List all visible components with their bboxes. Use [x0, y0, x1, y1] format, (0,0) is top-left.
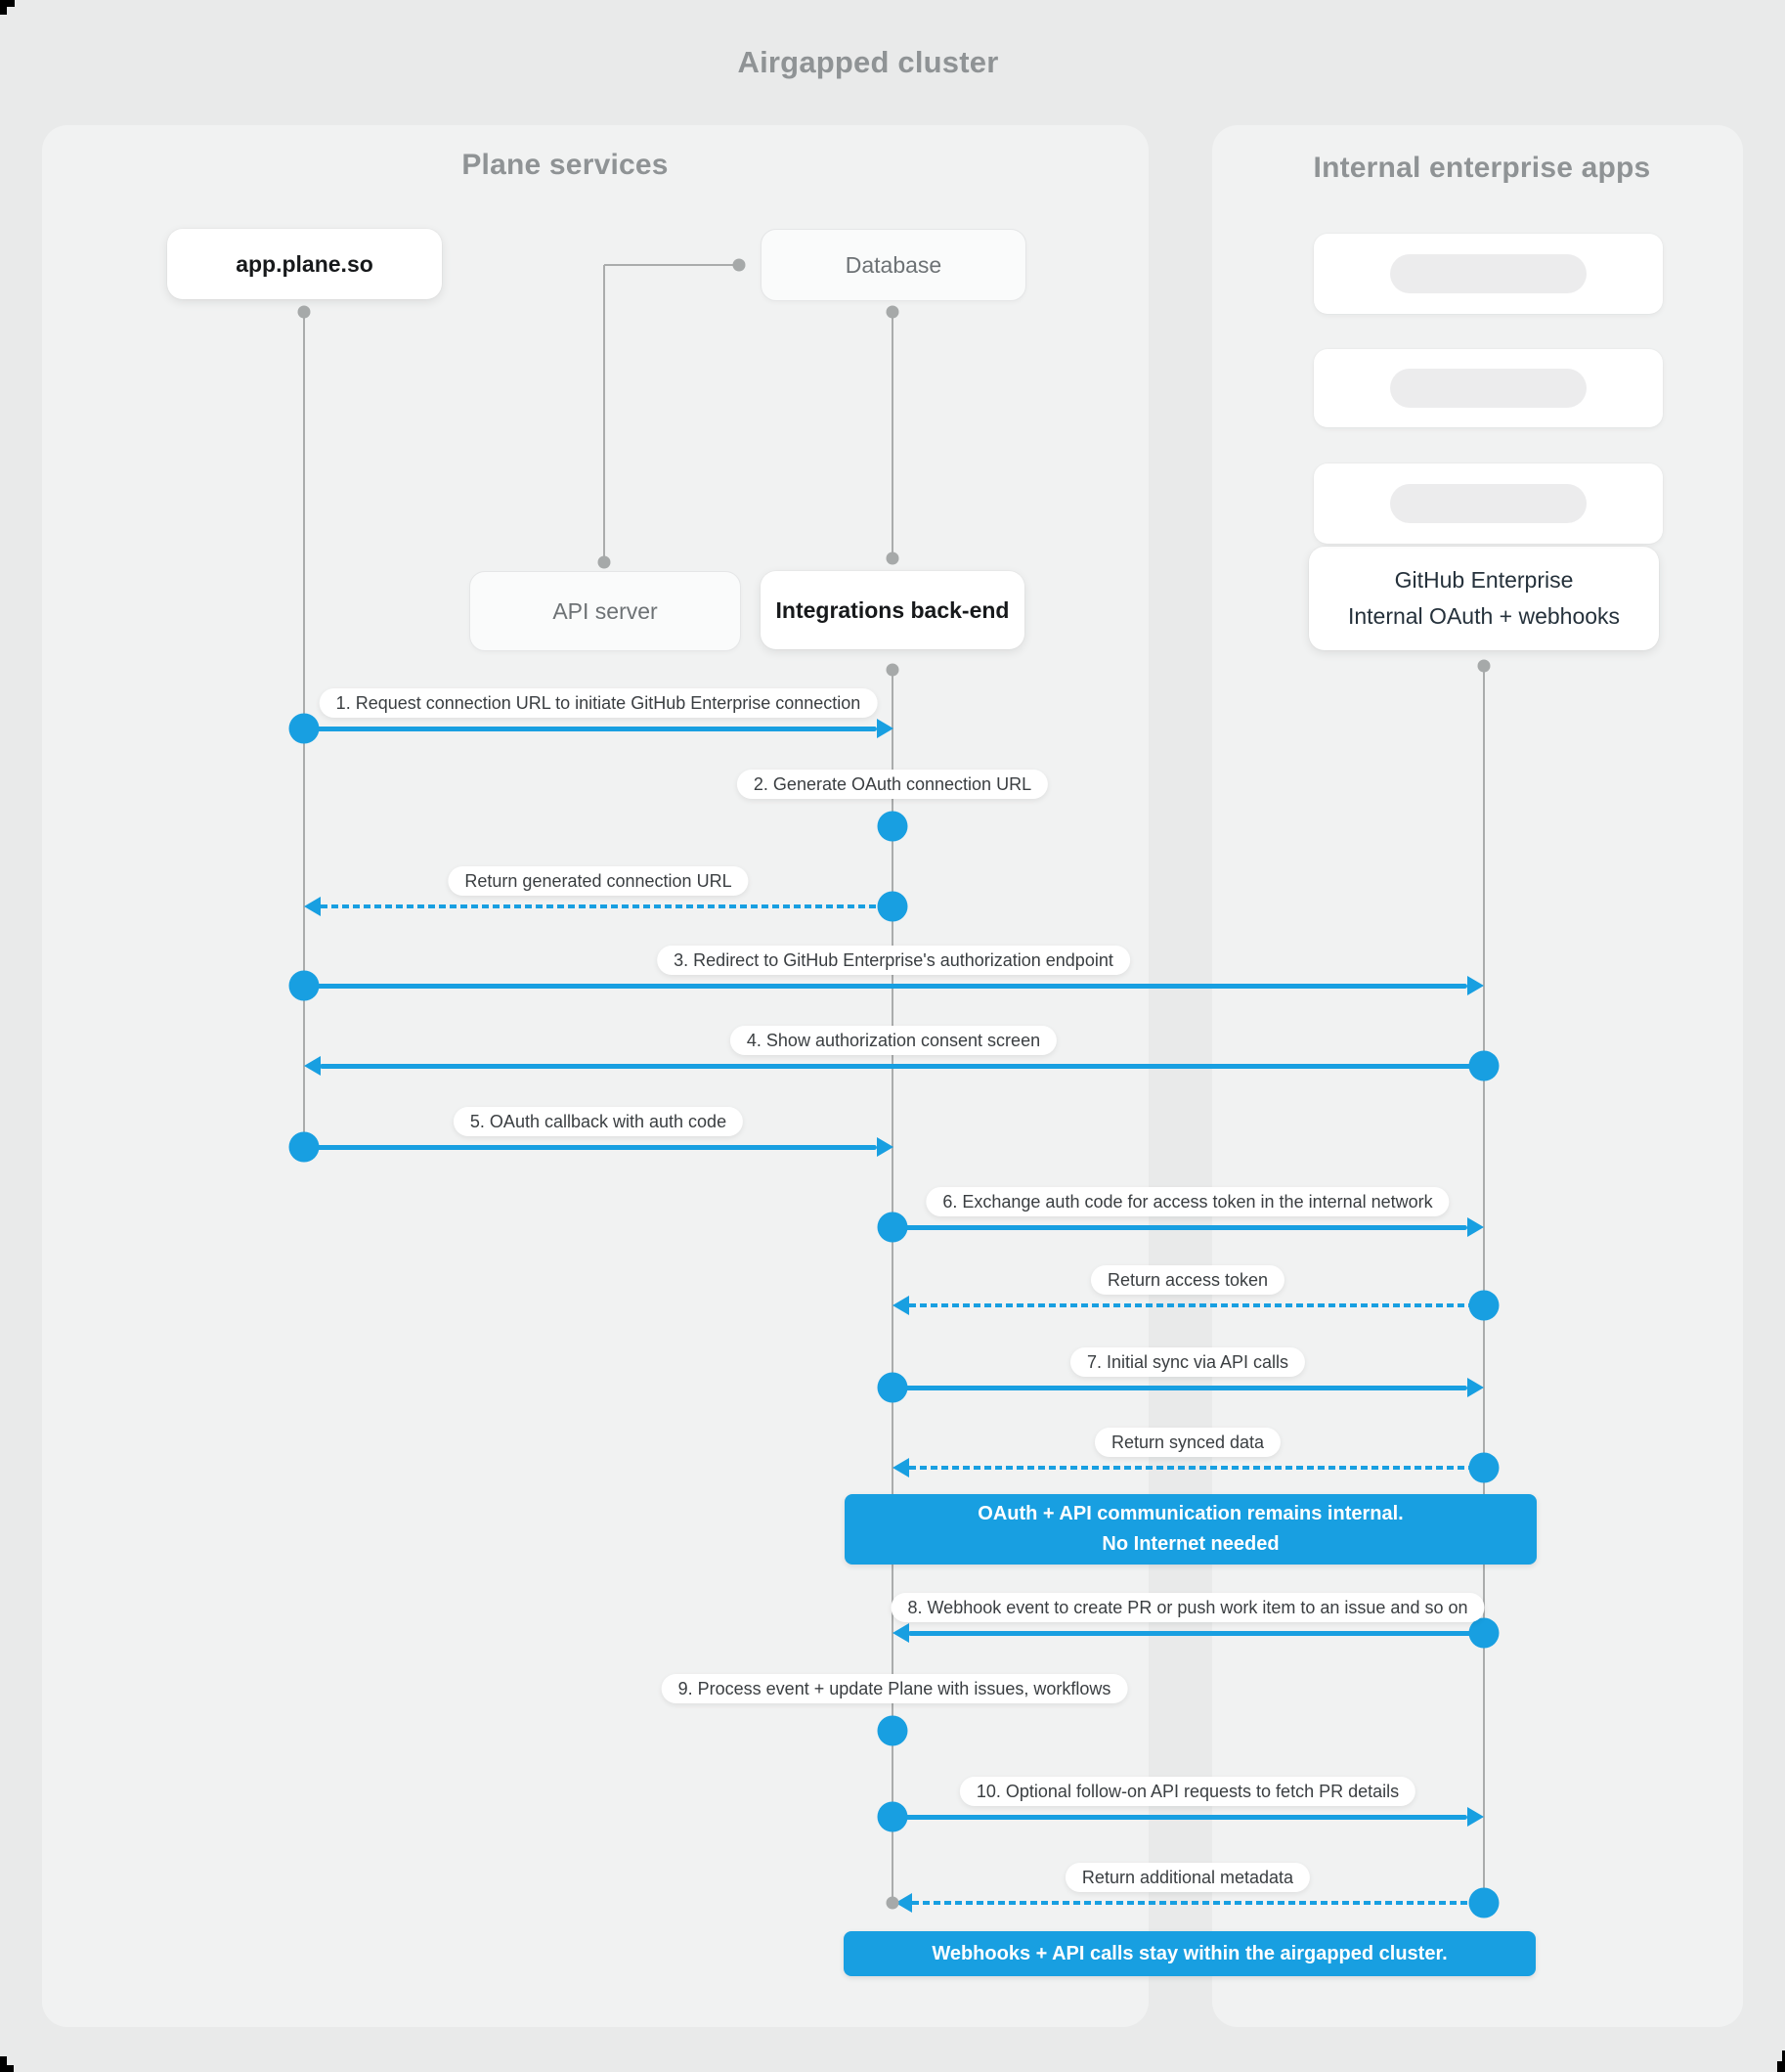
node-integrations-backend: Integrations back-end	[761, 571, 1024, 649]
message-arrow-4	[320, 1063, 1484, 1069]
banner-airgapped-note: Webhooks + API calls stay within the air…	[844, 1931, 1536, 1976]
arrowhead-right-icon	[877, 719, 893, 738]
message-label-3: 3. Redirect to GitHub Enterprise's autho…	[657, 946, 1130, 975]
activation-dot	[1468, 1617, 1500, 1649]
panel-plane-services	[42, 125, 1149, 2027]
screen-corner-artifact-bottom-left	[0, 2056, 7, 2072]
node-api-server: API server	[469, 571, 741, 651]
activation-dot	[288, 713, 320, 744]
activation-dot	[288, 970, 320, 1001]
panel-title-plane-services: Plane services	[461, 149, 669, 181]
placeholder-app-card-pill	[1390, 254, 1587, 293]
lifeline-endpoint-dot	[886, 305, 899, 319]
message-label-2: 2. Generate OAuth connection URL	[736, 770, 1049, 799]
activation-dot	[1468, 1887, 1500, 1918]
screen-corner-artifact-top-left	[0, 0, 7, 15]
arrowhead-right-icon	[877, 1137, 893, 1157]
screen-corner-artifact-bottom-right	[1777, 2061, 1785, 2072]
panel-title-internal-enterprise-apps: Internal enterprise apps	[1313, 152, 1651, 184]
message-label-1: 1. Request connection URL to initiate Gi…	[319, 688, 878, 718]
screen-corner-artifact-bottom-left	[7, 2065, 14, 2072]
arrowhead-right-icon	[1467, 976, 1484, 995]
arrowhead-left-icon	[895, 1893, 912, 1913]
activation-dot	[877, 1715, 908, 1746]
banner-internal-note: OAuth + API communication remains intern…	[845, 1494, 1537, 1565]
message-arrow-return-token	[909, 1302, 1484, 1308]
message-arrow-10	[892, 1814, 1467, 1820]
lifeline-endpoint-dot	[886, 551, 899, 565]
activation-dot	[288, 1131, 320, 1163]
message-label-return-metadata: Return additional metadata	[1065, 1863, 1311, 1892]
placeholder-app-card-pill	[1390, 484, 1587, 523]
message-arrow-7	[892, 1385, 1467, 1390]
message-label-6: 6. Exchange auth code for access token i…	[926, 1187, 1450, 1216]
message-arrow-return-metadata	[912, 1900, 1484, 1906]
node-app-plane-so: app.plane.so	[167, 229, 442, 299]
arrowhead-right-icon	[1467, 1217, 1484, 1237]
activation-dot	[877, 891, 908, 922]
lifeline-endpoint-dot	[886, 663, 899, 677]
message-arrow-8	[908, 1630, 1484, 1636]
message-label-10: 10. Optional follow-on API requests to f…	[959, 1777, 1416, 1806]
lifeline-endpoint-dot	[297, 305, 311, 319]
message-label-return-url: Return generated connection URL	[448, 866, 749, 896]
arrowhead-left-icon	[892, 1623, 909, 1643]
activation-dot	[877, 1801, 908, 1832]
node-label: Integrations back-end	[775, 597, 1010, 623]
message-label-9: 9. Process event + update Plane with iss…	[661, 1674, 1128, 1703]
activation-dot	[1468, 1452, 1500, 1483]
message-arrow-1	[304, 726, 877, 731]
activation-dot	[1468, 1050, 1500, 1081]
node-label: Database	[845, 252, 942, 278]
diagram-title: Airgapped cluster	[737, 45, 999, 79]
arrowhead-left-icon	[892, 1458, 909, 1477]
node-github-enterprise: GitHub Enterprise Internal OAuth + webho…	[1309, 547, 1659, 650]
banner-line1: OAuth + API communication remains intern…	[978, 1503, 1404, 1524]
lifeline-endpoint-dot	[1477, 659, 1491, 673]
message-arrow-6	[892, 1224, 1467, 1230]
message-arrow-return-synced	[909, 1465, 1484, 1471]
message-arrow-3	[304, 983, 1467, 989]
node-database: Database	[761, 229, 1026, 301]
arrowhead-left-icon	[304, 897, 321, 916]
activation-dot	[877, 1372, 908, 1403]
message-label-return-synced: Return synced data	[1094, 1428, 1282, 1457]
arrowhead-right-icon	[1467, 1807, 1484, 1827]
arrowhead-right-icon	[1467, 1378, 1484, 1397]
message-label-5: 5. OAuth callback with auth code	[453, 1107, 744, 1136]
placeholder-app-card-pill	[1390, 369, 1587, 408]
banner-line1: Webhooks + API calls stay within the air…	[932, 1942, 1448, 1964]
activation-dot	[877, 811, 908, 842]
message-arrow-5	[304, 1144, 877, 1150]
activation-dot	[877, 1212, 908, 1243]
connector-api-server-to-database	[602, 265, 606, 562]
message-label-7: 7. Initial sync via API calls	[1069, 1347, 1306, 1377]
connector-api-server-to-database	[604, 263, 737, 267]
node-label: app.plane.so	[236, 251, 373, 277]
lifeline-database	[891, 312, 894, 558]
message-label-8: 8. Webhook event to create PR or push wo…	[891, 1593, 1485, 1622]
arrowhead-left-icon	[304, 1056, 321, 1076]
message-label-return-token: Return access token	[1090, 1265, 1285, 1295]
arrowhead-left-icon	[892, 1296, 909, 1315]
message-label-4: 4. Show authorization consent screen	[729, 1026, 1058, 1055]
lifeline-integrations-backend	[891, 670, 894, 1903]
connector-endpoint-dot	[732, 258, 746, 272]
connector-endpoint-dot	[597, 555, 611, 569]
message-arrow-return-url	[321, 904, 892, 909]
node-label-line1: GitHub Enterprise	[1394, 567, 1574, 593]
activation-dot	[1468, 1290, 1500, 1321]
banner-line2: No Internet needed	[1102, 1533, 1280, 1555]
lifeline-github-enterprise	[1482, 666, 1486, 1903]
node-label: API server	[552, 598, 658, 624]
screen-corner-artifact-top-left	[7, 0, 15, 7]
node-label-line2: Internal OAuth + webhooks	[1347, 603, 1621, 629]
lifeline-endpoint-dot	[886, 1896, 899, 1910]
